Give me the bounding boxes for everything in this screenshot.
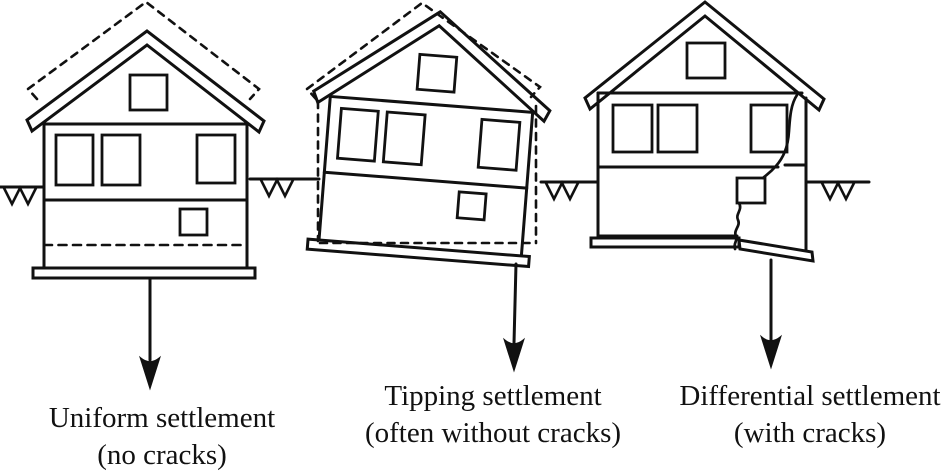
caption-uniform-settlement: Uniform settlement (no cracks) <box>22 400 302 473</box>
foundation <box>31 266 257 280</box>
window <box>455 190 488 222</box>
crack-upper <box>761 93 799 180</box>
hatch-mark <box>820 180 856 202</box>
hatch-mark <box>544 180 580 202</box>
hatch-mark <box>259 177 295 199</box>
caption-line: (with cracks) <box>733 417 887 449</box>
caption-line: Uniform settlement <box>48 402 276 434</box>
hatch-marks <box>2 177 856 207</box>
settlement-arrow <box>503 262 525 373</box>
hatch-mark <box>2 185 38 207</box>
crack-lower <box>733 201 742 251</box>
dashed-original-outline <box>305 1 542 245</box>
roof <box>311 9 552 124</box>
foundation <box>305 237 531 269</box>
settlement-arrow <box>139 277 161 391</box>
window <box>381 110 427 167</box>
crack-line <box>733 93 799 251</box>
window <box>195 133 237 185</box>
window <box>54 133 95 187</box>
arrow-shaft <box>512 262 518 345</box>
dropped-foundation <box>737 238 815 263</box>
arrow-head <box>760 334 782 370</box>
caption-line: Differential settlement <box>679 380 941 412</box>
house-differential <box>583 0 826 263</box>
settlement-arrow <box>760 258 782 370</box>
roof <box>25 29 266 135</box>
attic-window <box>685 41 727 80</box>
window <box>178 207 209 237</box>
window <box>100 133 142 187</box>
caption-differential-settlement: Differential settlement (with cracks) <box>662 378 950 452</box>
house-uniform <box>25 0 266 280</box>
ground-line <box>0 177 871 207</box>
window <box>335 106 380 163</box>
window <box>749 103 789 154</box>
arrow-head <box>139 355 161 391</box>
foundation <box>589 236 741 249</box>
caption-line: (no cracks) <box>97 439 227 471</box>
roof <box>583 0 826 113</box>
arrow-head <box>503 337 525 373</box>
window <box>611 103 654 154</box>
caption-line: Tipping settlement <box>384 380 602 412</box>
window <box>735 176 767 205</box>
caption-tipping-settlement: Tipping settlement (often without cracks… <box>343 378 643 452</box>
attic-window <box>128 73 169 112</box>
window <box>656 103 699 154</box>
floor-line <box>322 170 529 190</box>
attic-window <box>415 52 459 94</box>
window <box>476 117 522 172</box>
caption-line: (often without cracks) <box>364 417 622 449</box>
house-tipping <box>305 9 552 269</box>
